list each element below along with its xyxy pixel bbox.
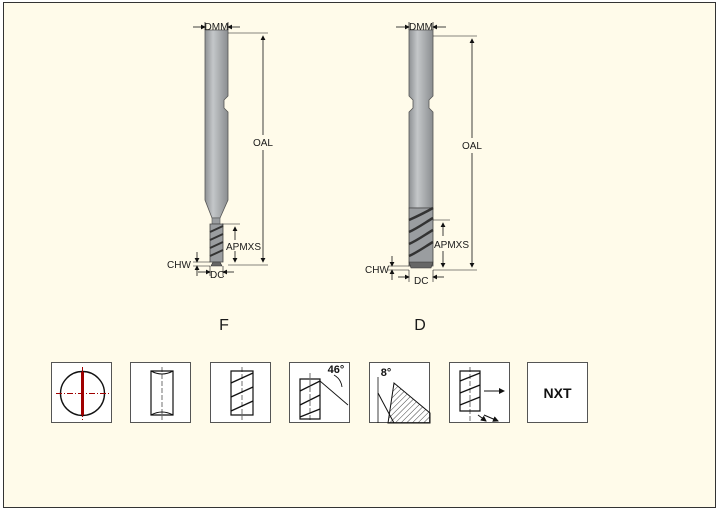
tool-f: DMM OAL APMXS CHW DC	[167, 22, 273, 281]
oal-label-f: OAL	[253, 138, 273, 149]
cutting-direction-icon	[449, 362, 510, 423]
apmxs-label-f: APMXS	[226, 242, 261, 253]
dc-label-f: DC	[210, 270, 224, 281]
tool-d: DMM OAL APMXS CHW DC	[365, 22, 482, 287]
coating-code: NXT	[527, 362, 588, 423]
flute-icon	[210, 362, 271, 423]
helix-angle-icon: 46°	[289, 362, 350, 423]
flutes-f	[209, 223, 224, 267]
oal-label-d: OAL	[462, 141, 482, 152]
flutes-d	[408, 206, 434, 269]
rake-angle-value: 8°	[381, 367, 392, 379]
dmm-label-d: DMM	[409, 22, 433, 33]
shank-f	[204, 29, 229, 219]
chw-label-f: CHW	[167, 260, 191, 271]
coating-code-label: NXT	[543, 384, 572, 401]
apmxs-label-d: APMXS	[434, 240, 469, 251]
shank-d	[408, 29, 434, 209]
straight-shank-icon	[130, 362, 191, 423]
chw-label-d: CHW	[365, 265, 389, 276]
dc-label-d: DC	[414, 276, 428, 287]
variant-label-d: D	[414, 317, 426, 334]
helix-angle-value: 46°	[328, 364, 345, 376]
dmm-label-f: DMM	[205, 22, 229, 33]
variant-label-f: F	[219, 317, 229, 334]
cross-section-icon	[51, 362, 112, 423]
rake-angle-icon: 8°	[369, 362, 431, 424]
diagram-frame	[3, 2, 716, 508]
